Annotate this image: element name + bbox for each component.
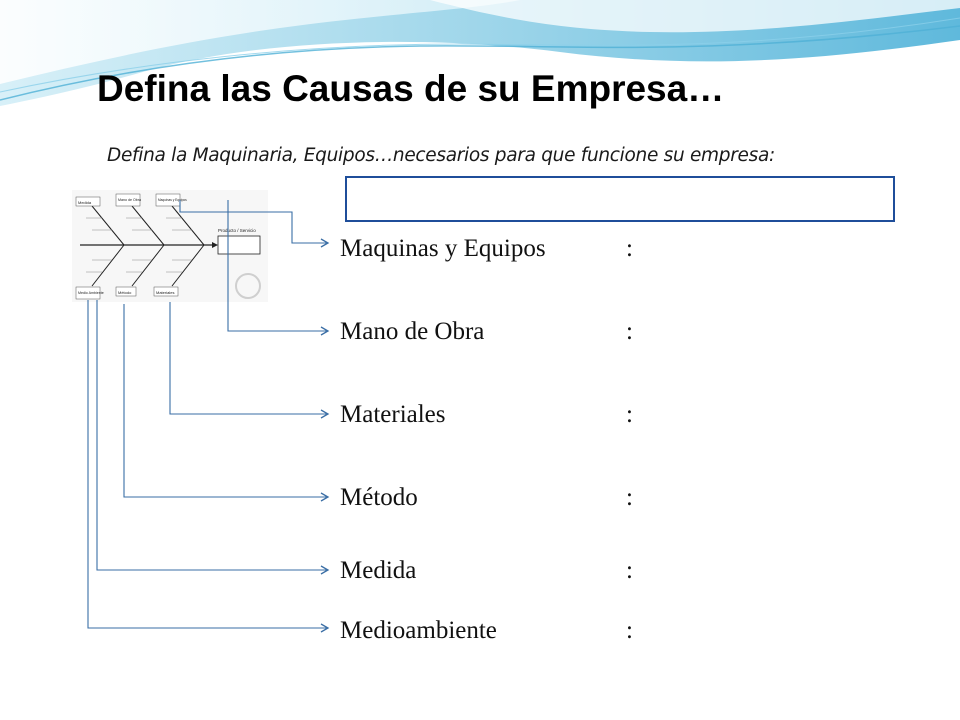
fishbone-diagram-thumbnail: Producto / Servicio Medida Mano de Obra … <box>72 190 268 302</box>
cause-label-medioambiente: Medioambiente <box>340 617 497 644</box>
fishbone-label-maquinas-equipos: Maquinas y Equipos <box>158 198 187 202</box>
cause-label-mano-de-obra: Mano de Obra <box>340 318 485 345</box>
cause-colon: : <box>626 557 633 584</box>
cause-colon: : <box>626 617 633 644</box>
cause-colon: : <box>626 401 633 428</box>
page-subtitle: Defina la Maquinaria, Equipos…necesarios… <box>107 145 775 166</box>
cause-label-maquinas-y-equipos: Maquinas y Equipos <box>340 235 546 262</box>
cause-label-metodo: Método <box>340 484 418 511</box>
cause-colon: : <box>626 484 633 511</box>
cause-colon: : <box>626 318 633 345</box>
page-title: Defina las Causas de su Empresa… <box>97 68 725 109</box>
fishbone-effect-box <box>217 235 261 255</box>
fishbone-label-medio-ambiente: Medio Ambiente <box>78 291 104 295</box>
fishbone-label-materiales: Materiales <box>156 290 174 295</box>
fishbone-label-metodo: Método <box>118 290 132 295</box>
fishbone-effect-label: Producto / Servicio <box>218 228 256 233</box>
fishbone-label-medida: Medida <box>78 200 92 205</box>
cause-label-materiales: Materiales <box>340 401 446 428</box>
answer-text-box[interactable] <box>345 176 895 222</box>
cause-label-medida: Medida <box>340 557 417 584</box>
cause-colon: : <box>626 235 633 262</box>
fishbone-label-mano-de-obra: Mano de Obra <box>118 198 141 202</box>
